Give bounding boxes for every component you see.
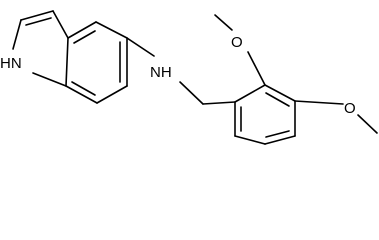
structure-canvas: HN NH O O [0, 10, 378, 145]
pyrrole-ring [12, 10, 69, 87]
bond-r4-r5 [264, 135, 296, 145]
bond-r1-r2 [234, 84, 266, 103]
bond-o-top-methyl [214, 14, 233, 31]
bond-r2-r3-inner [265, 92, 290, 107]
bond-c5-n [126, 37, 155, 57]
molecule-drawing: HN NH O O [0, 10, 378, 145]
amine-linker [126, 37, 236, 105]
bond-c6-c7 [96, 85, 128, 104]
bond-ring-o-top [247, 51, 266, 86]
bond-c7-c7a [65, 85, 98, 104]
indole-nh-label: HN [0, 55, 22, 72]
bond-c7-c7a-inner [71, 81, 96, 96]
bond-c3a-c7a [65, 37, 69, 87]
bond-r4-r5-inner [265, 130, 290, 138]
bond-ring-o-right [294, 100, 344, 105]
amine-nh-label: NH [150, 64, 172, 81]
bond-r2-r3 [264, 84, 296, 102]
bond-n-ch2 [179, 81, 204, 105]
methoxy-right [294, 100, 378, 134]
dimethoxyphenyl-ring [234, 84, 296, 145]
bond-c4-c5 [95, 21, 128, 39]
bond-c2-c3-inner [25, 17, 52, 26]
bond-o-right-methyl [357, 114, 378, 134]
methoxy-top [214, 14, 266, 86]
bond-c3a-c4 [67, 21, 97, 39]
bond-ch2-ring [202, 101, 236, 105]
bond-c3a-c4-inner [73, 30, 96, 44]
bond-c7a-n1 [32, 72, 67, 87]
bond-c3-c3a [52, 10, 69, 39]
indole-benzene-ring [65, 21, 128, 104]
bond-n1-c2 [12, 19, 22, 50]
bond-r5-r6 [234, 135, 266, 145]
methoxy-oxygen-top-label: O [231, 34, 243, 51]
bond-c2-c3 [20, 10, 54, 21]
methoxy-oxygen-right-label: O [344, 100, 356, 117]
